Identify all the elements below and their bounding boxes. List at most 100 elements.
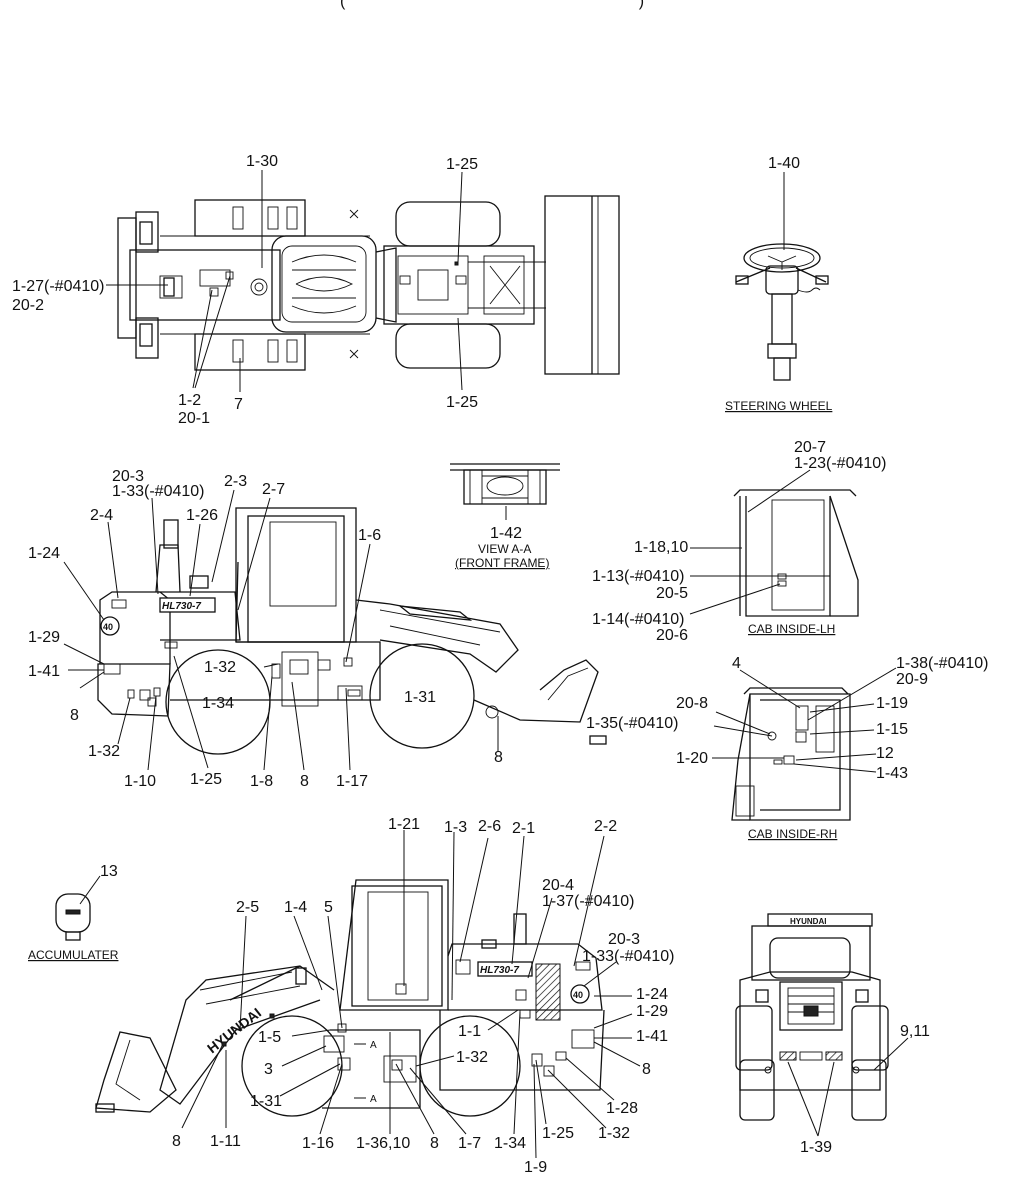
rear-brand-text: HYUNDAI [790, 917, 826, 926]
callout-label: 20-5 [656, 585, 688, 602]
section-mark-a: A [370, 1094, 377, 1105]
callout-label: 13 [100, 863, 118, 880]
callout-label: 20-1 [178, 410, 210, 427]
header-fragment: ( ) [340, 0, 644, 10]
callout-label: 20-3 [608, 931, 640, 948]
callout-label: 1-9 [524, 1159, 547, 1176]
badge-number: 40 [103, 622, 113, 632]
callout-label: 1-19 [876, 695, 908, 712]
callout-label: 1-3 [444, 819, 467, 836]
callout-label: 1-38(-#0410) [896, 655, 989, 672]
callout-label: 1-40 [768, 155, 800, 172]
callout-label: 1-29 [636, 1003, 668, 1020]
callout-label: 1-35(-#0410) [586, 715, 679, 732]
callout-label: 1-13(-#0410) [592, 568, 685, 585]
callout-label: 8 [494, 749, 503, 766]
callout-label: 1-20 [676, 750, 708, 767]
callout-label: 1-21 [388, 816, 420, 833]
callout-label: 1-11 [210, 1133, 241, 1150]
callout-label: 1-30 [246, 153, 278, 170]
callout-label: 1-31 [404, 689, 436, 706]
view-aa-drawing [450, 463, 560, 505]
callout-label: 1-41 [28, 663, 60, 680]
accumulater-leader [79, 875, 101, 905]
rear-view-leaders [787, 1037, 909, 1137]
callout-label: 1-8 [250, 773, 273, 790]
callout-label: 1-25 [190, 771, 222, 788]
callout-label: 4 [732, 655, 741, 672]
callout-label: 1-32 [456, 1049, 488, 1066]
callout-label: 12 [876, 745, 894, 762]
callout-label: 9,11 [900, 1023, 930, 1040]
view-aa-caption-line1: VIEW A-A [478, 542, 531, 556]
callout-label: 8 [172, 1133, 181, 1150]
cab-inside-rh-labels: 4 1-38(-#0410) 20-9 20-8 1-19 1-35(-#041… [586, 655, 989, 782]
callout-label: 1-16 [302, 1135, 334, 1152]
callout-label: 20-3 [112, 468, 144, 485]
callout-label: 2-4 [90, 507, 113, 524]
view-aa-caption-line2: (FRONT FRAME) [455, 556, 549, 570]
callout-label: 8 [70, 707, 79, 724]
right-side-view-leaders [181, 830, 641, 1159]
callout-label: 20-2 [12, 297, 44, 314]
callout-label: 1-37(-#0410) [542, 893, 635, 910]
callout-label: 1-25 [446, 156, 478, 173]
callout-label: 1-39 [800, 1139, 832, 1156]
callout-label: 1-34 [494, 1135, 526, 1152]
callout-label: 2-3 [224, 473, 247, 490]
right-side-view-labels: 1-21 1-3 2-6 2-1 2-2 20-4 1-37(-#0410) 2… [172, 816, 675, 1176]
callout-label: 1-25 [542, 1125, 574, 1142]
callout-label: 20-8 [676, 695, 708, 712]
callout-label: 2-7 [262, 481, 285, 498]
callout-label: 2-6 [478, 818, 501, 835]
callout-label: 1-10 [124, 773, 156, 790]
callout-label: 1-26 [186, 507, 218, 524]
callout-label: 1-34 [202, 695, 234, 712]
left-side-view: HL730-7 40 [97, 507, 607, 755]
callout-label: 1-6 [358, 527, 381, 544]
right-side-view: HL730-7 40 HYUNDAI [95, 879, 605, 1117]
callout-label: 20-7 [794, 439, 826, 456]
callout-label: 1-33(-#0410) [582, 948, 675, 965]
steering-wheel-drawing [735, 243, 829, 381]
callout-label: 1-14(-#0410) [592, 611, 685, 628]
callout-label: 1-32 [204, 659, 236, 676]
callout-label: 1-27(-#0410) [12, 278, 105, 295]
top-view-labels: 1-30 1-25 1-27(-#0410) 20-2 1-2 20-1 7 1… [12, 153, 478, 427]
section-mark-a: A [370, 1040, 377, 1051]
callout-label: 8 [300, 773, 309, 790]
callout-label: 8 [642, 1061, 651, 1078]
cab-inside-lh-leaders [689, 469, 811, 615]
callout-label: 1-36,10 [356, 1135, 410, 1152]
brand-text: HYUNDAI [204, 1004, 264, 1056]
section-marks: A A [354, 1040, 377, 1105]
callout-label: 1-4 [284, 899, 307, 916]
cab-inside-lh-caption: CAB INSIDE-LH [748, 622, 835, 636]
callout-label: 1-23(-#0410) [794, 455, 887, 472]
callout-label: 1-32 [88, 743, 120, 760]
callout-label: 5 [324, 899, 333, 916]
top-view-leaders [106, 170, 463, 392]
model-badge: HL730-7 [480, 965, 519, 976]
callout-label: 8 [430, 1135, 439, 1152]
callout-label: 1-24 [636, 986, 668, 1003]
callout-label: 2-5 [236, 899, 259, 916]
left-side-view-labels: 20-3 1-33(-#0410) 2-3 2-7 2-4 1-26 1-24 … [28, 468, 503, 790]
callout-label: 7 [234, 396, 243, 413]
callout-label: 1-33(-#0410) [112, 483, 205, 500]
callout-label: 1-7 [458, 1135, 481, 1152]
cab-inside-rh-leaders [712, 667, 897, 773]
top-view [117, 195, 620, 375]
left-side-view-leaders [63, 489, 499, 771]
steering-wheel-caption: STEERING WHEEL [725, 399, 833, 413]
model-badge: HL730-7 [162, 601, 201, 612]
callout-label: 1-25 [446, 394, 478, 411]
accumulater-caption: ACCUMULATER [28, 948, 119, 962]
callout-label: 1-32 [598, 1125, 630, 1142]
callout-label: 1-5 [258, 1029, 281, 1046]
callout-label: 1-29 [28, 629, 60, 646]
callout-label: 1-1 [458, 1023, 481, 1040]
cab-inside-rh-caption: CAB INSIDE-RH [748, 827, 837, 841]
callout-label: 1-18,10 [634, 539, 688, 556]
